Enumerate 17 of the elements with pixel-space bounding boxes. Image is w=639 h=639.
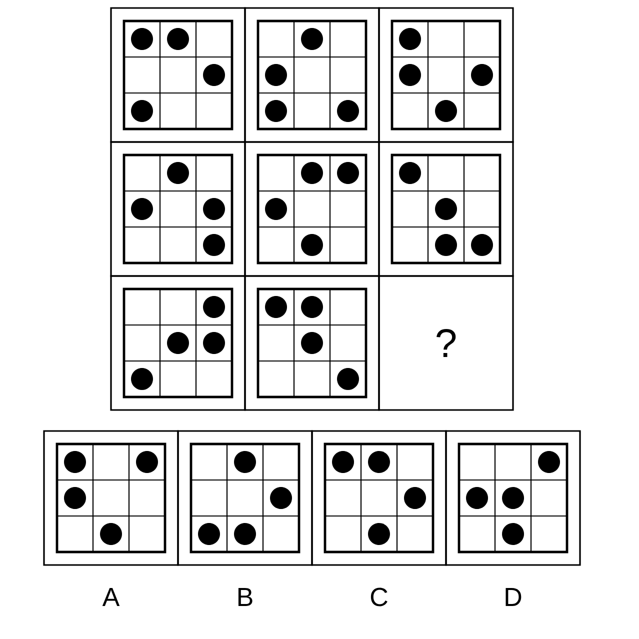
pattern-cell: [445, 430, 581, 566]
pattern-cell: [110, 7, 246, 143]
pattern-cell: [110, 141, 246, 277]
option-letter: B: [238, 588, 252, 606]
pattern-cell: [43, 430, 179, 566]
pattern-cell: [177, 430, 313, 566]
pattern-cell: [311, 430, 447, 566]
pattern-cell: [110, 275, 246, 411]
pattern-cell: [244, 275, 380, 411]
pattern-cell: [378, 141, 514, 277]
pattern-cell: [378, 7, 514, 143]
pattern-cell: [244, 7, 380, 143]
option-letter: D: [506, 588, 522, 606]
option-letter: C: [370, 588, 388, 606]
option-letter: A: [102, 588, 120, 606]
pattern-cell: [244, 141, 380, 277]
question-cell: ?: [378, 275, 514, 411]
